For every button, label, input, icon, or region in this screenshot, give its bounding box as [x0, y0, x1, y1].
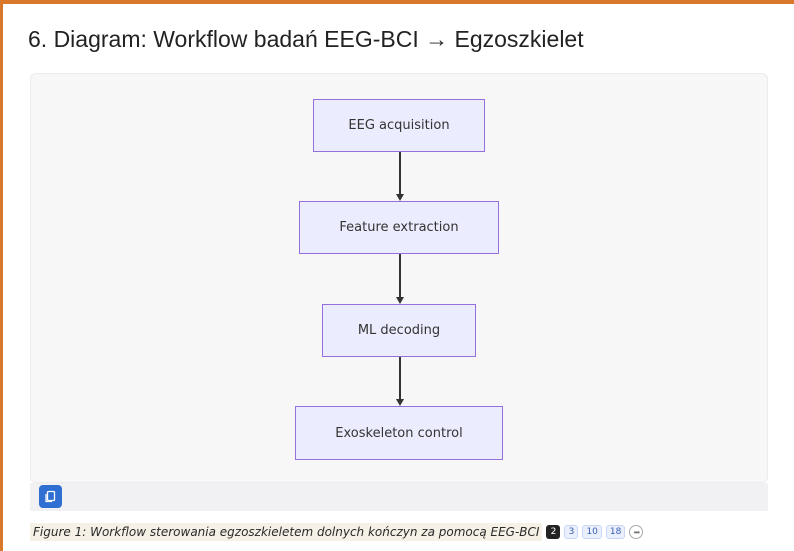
- copy-icon: [44, 490, 57, 503]
- section-heading: 6. Diagram: Workflow badań EEG-BCI → Egz…: [28, 26, 584, 52]
- node-eeg-acquisition: EEG acquisition: [313, 99, 485, 152]
- frame-left-border: [0, 0, 3, 551]
- figure-caption: Figure 1: Workflow sterowania egzoszkiel…: [30, 523, 543, 541]
- edge-eeg-to-features: [399, 152, 401, 194]
- frame-top-border: [0, 0, 794, 4]
- node-feature-extraction: Feature extraction: [299, 201, 499, 254]
- citation-badge[interactable]: 10: [582, 525, 602, 539]
- arrowhead-features: [396, 194, 404, 201]
- citation-badge[interactable]: 18: [605, 525, 626, 539]
- diagram-toolbar: [30, 483, 768, 511]
- figure-caption-row: Figure 1: Workflow sterowania egzoszkiel…: [30, 521, 644, 543]
- arrowhead-exo: [396, 399, 404, 406]
- diagram-panel: EEG acquisition Feature extraction ML de…: [30, 73, 768, 483]
- ellipsis-icon[interactable]: •••: [629, 525, 644, 539]
- edge-ml-to-exo: [399, 357, 401, 399]
- node-exoskeleton-control: Exoskeleton control: [295, 406, 503, 460]
- arrowhead-ml: [396, 297, 404, 304]
- citation-badge[interactable]: 2: [546, 525, 561, 539]
- edge-features-to-ml: [399, 254, 401, 297]
- copy-button[interactable]: [39, 485, 62, 508]
- citation-badge[interactable]: 3: [564, 525, 579, 539]
- node-ml-decoding: ML decoding: [322, 304, 476, 357]
